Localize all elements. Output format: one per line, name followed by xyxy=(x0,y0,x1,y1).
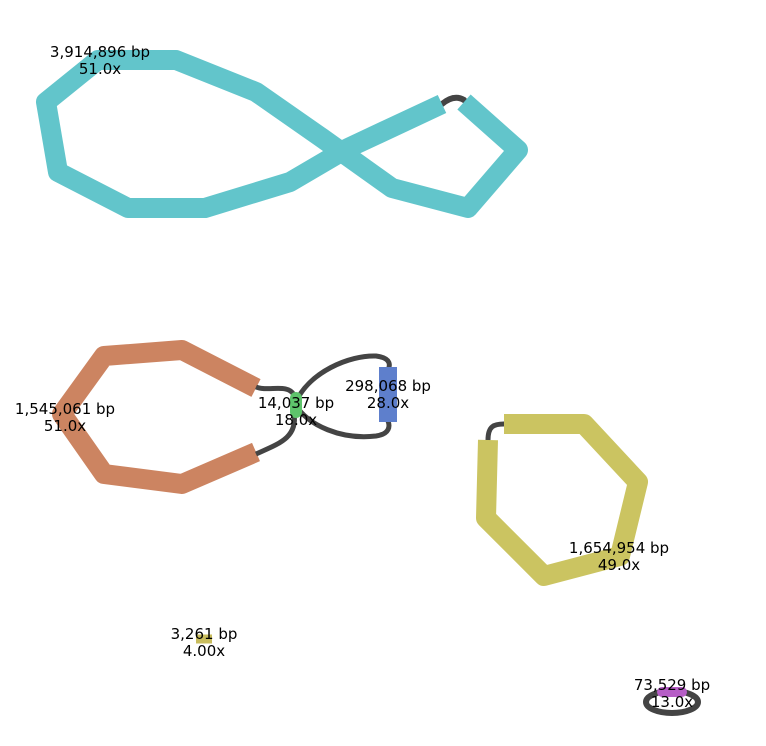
contig-2-node[interactable] xyxy=(52,340,261,494)
contig-1-length-label: 3,914,896 bp xyxy=(50,43,150,61)
link-3-to-4-top xyxy=(292,353,392,406)
contig-4-length-label: 298,068 bp xyxy=(345,377,431,395)
contig-3-length-label: 14,037 bp xyxy=(258,394,334,412)
contig-5-node[interactable] xyxy=(476,414,648,586)
contig-6-length-label: 3,261 bp xyxy=(171,625,238,643)
contig-6-depth-label: 4.00x xyxy=(183,642,225,660)
link-2-to-3-top xyxy=(255,384,297,397)
links-2-3-4 xyxy=(254,353,392,457)
contig-5-link xyxy=(485,421,507,443)
contig-5-segment[interactable] xyxy=(476,414,648,586)
contig-7-node[interactable] xyxy=(643,687,701,716)
link-2-to-3-bottom xyxy=(254,412,297,457)
contig-2-depth-label: 51.0x xyxy=(44,417,86,435)
contig-5-length-label: 1,654,954 bp xyxy=(569,539,669,557)
contig-6-label: 3,261 bp 4.00x xyxy=(171,625,238,660)
contig-7-length-label: 73,529 bp xyxy=(634,676,710,694)
link-3-to-4-bottom xyxy=(292,402,392,440)
contig-5-label: 1,654,954 bp 49.0x xyxy=(569,539,669,574)
contig-2-segment[interactable] xyxy=(52,340,261,494)
contig-4-label: 298,068 bp 28.0x xyxy=(345,377,431,412)
contig-1-segment[interactable] xyxy=(36,50,528,218)
contig-1-link xyxy=(439,94,467,107)
contig-3-label: 14,037 bp 18.0x xyxy=(258,394,334,429)
contig-1-node[interactable] xyxy=(36,50,528,218)
contig-7-depth-label: 13.0x xyxy=(651,693,693,711)
contig-5-depth-label: 49.0x xyxy=(598,556,640,574)
contig-2-label: 1,545,061 bp 51.0x xyxy=(15,400,115,435)
contig-1-label: 3,914,896 bp 51.0x xyxy=(50,43,150,78)
contig-3-depth-label: 18.0x xyxy=(275,411,317,429)
contig-4-depth-label: 28.0x xyxy=(367,394,409,412)
contig-2-length-label: 1,545,061 bp xyxy=(15,400,115,418)
contig-7-label: 73,529 bp 13.0x xyxy=(634,676,710,711)
contig-1-depth-label: 51.0x xyxy=(79,60,121,78)
